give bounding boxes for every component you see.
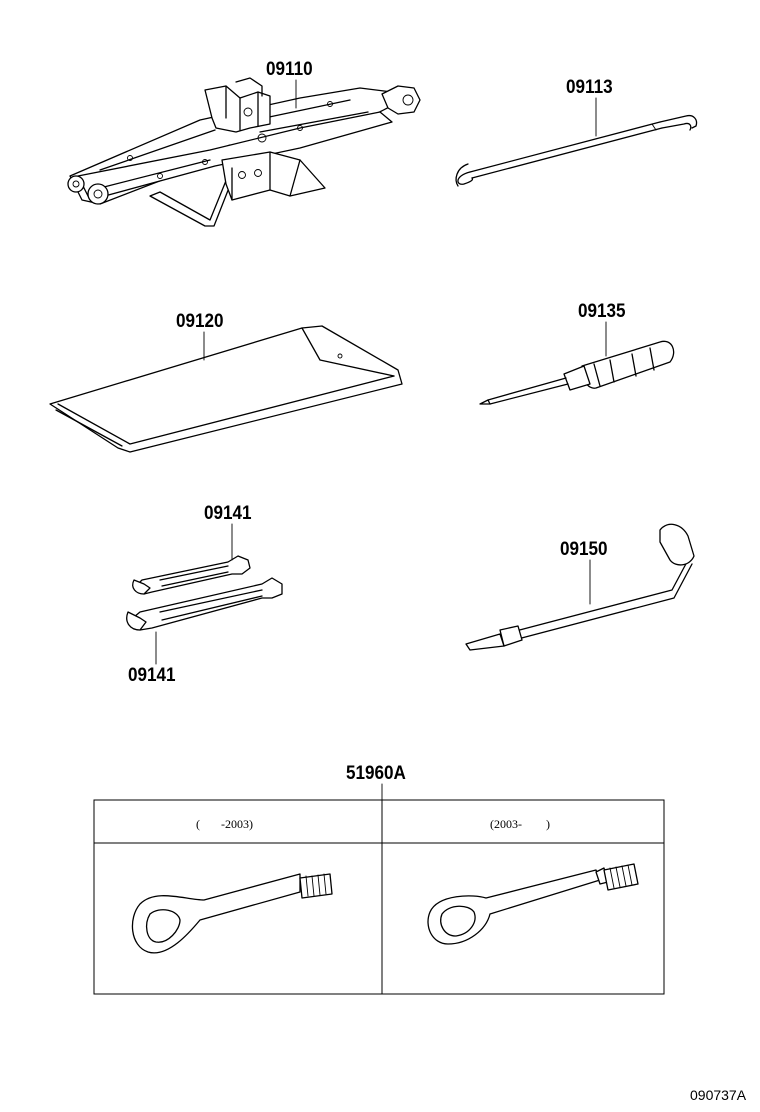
double-end-wrenches <box>126 555 283 631</box>
leader-lines <box>155 79 607 801</box>
screwdriver <box>479 340 675 405</box>
table-column-title-new: (2003- ) <box>490 817 550 831</box>
tool-bag <box>49 325 403 453</box>
part-label-wrench-top: 09141 <box>204 503 252 524</box>
jack-handle <box>455 114 698 187</box>
part-label-towing-eye: 51960A <box>346 763 406 784</box>
scissor-jack <box>67 77 421 227</box>
towing-eye-new <box>427 863 639 945</box>
lug-wrench <box>465 523 695 651</box>
diagram-code: 090737A <box>690 1087 747 1103</box>
variant-table-frame <box>93 799 665 995</box>
part-label-jack-handle: 09113 <box>566 77 613 98</box>
towing-eye-old <box>131 873 333 954</box>
part-label-lug-wrench: 09150 <box>560 539 608 560</box>
table-column-title-old: ( -2003) <box>196 817 253 831</box>
part-label-tool-bag: 09120 <box>176 311 224 332</box>
part-label-jack: 09110 <box>266 59 313 80</box>
part-label-screwdriver: 09135 <box>578 301 626 322</box>
part-label-wrench-bottom: 09141 <box>128 665 176 686</box>
